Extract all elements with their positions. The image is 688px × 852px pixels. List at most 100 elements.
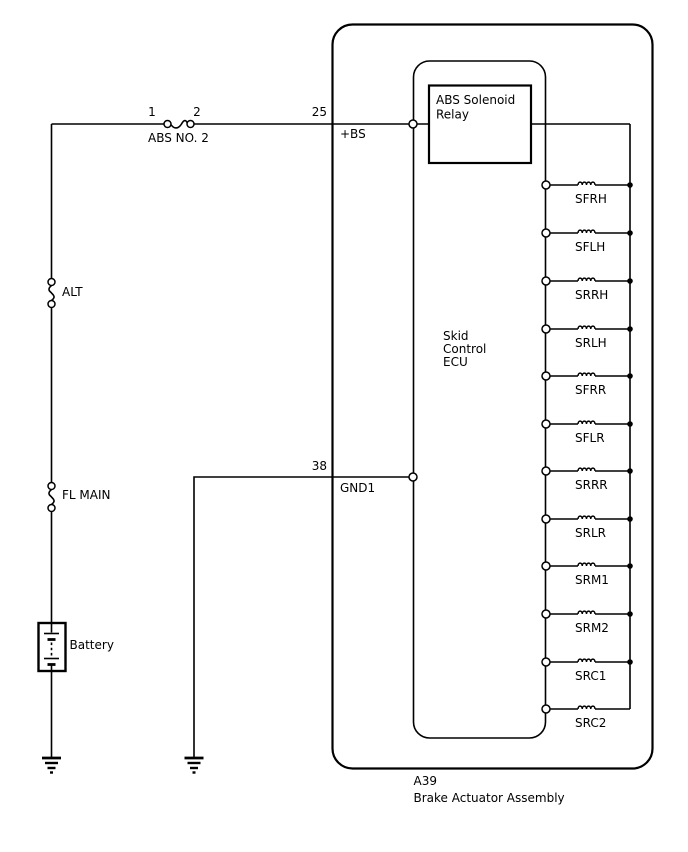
solenoid-rows: SFRH SFLH SRRH SRLH SFRR [541,180,633,730]
ecu-connector-pin [541,371,551,381]
coil-icon [577,277,596,282]
solenoid-label: SFRR [575,383,606,397]
solenoid-label: SRM1 [575,573,609,587]
solenoid-row-srlh: SRLH [541,324,633,350]
junction-dot [627,468,633,474]
ecu-connector-pin [541,228,551,238]
coil-icon [577,562,596,567]
ecu-label-line1: Skid [443,329,469,343]
abs-solenoid-relay-block: ABS Solenoid Relay [427,84,533,165]
junction-dot [627,611,633,617]
assembly-name-label: Brake Actuator Assembly [414,791,565,805]
ecu-connector-pin [541,609,551,619]
pin-38-number: 38 [312,459,327,473]
fuse-terminal-2-label: 2 [193,105,201,119]
coil-icon [577,325,596,330]
relay-label-line2: Relay [436,108,469,122]
solenoid-row-sflh: SFLH [541,228,633,254]
ecu-connector-pin [541,324,551,334]
coil-icon [577,705,596,710]
solenoid-row-sfrr: SFRR [541,371,633,397]
ecu-label-line2: Control [443,342,486,356]
solenoid-label: SRC1 [575,669,606,683]
coil-icon [577,420,596,425]
solenoid-label: SFLR [575,431,605,445]
ecu-label-line3: ECU [443,355,468,369]
alt-label: ALT [62,285,83,299]
abs-no2-fuse-icon [163,119,195,129]
coil-icon [577,372,596,377]
brake-actuator-assembly-outline [331,23,654,770]
fuse-terminal-1-label: 1 [148,105,156,119]
solenoid-label: SRRR [575,478,608,492]
junction-dot [627,373,633,379]
coil-icon [577,181,596,186]
link-terminal-top [47,481,56,491]
fl-main-fusible-link-icon [47,481,56,513]
assembly-code-label: A39 [414,774,437,788]
junction-dot [627,278,633,284]
solenoid-label: SRC2 [575,716,606,730]
fuse-terminal-2 [186,119,195,129]
solenoid-row-srm1: SRM1 [541,561,633,587]
pin-25-name: +BS [340,127,366,141]
junction-dot [627,421,633,427]
pin-25-number: 25 [312,105,327,119]
junction-dot [627,182,633,188]
fuse-element [169,119,189,129]
ground-icon-gnd1 [184,756,204,774]
link-terminal-top [47,277,56,287]
solenoid-row-srm2: SRM2 [541,609,633,635]
alt-fusible-link-icon [47,277,56,309]
ecu-pin-38-connector [408,472,418,482]
battery-icon [37,621,67,673]
solenoid-label: SFLH [575,240,605,254]
junction-dot [627,230,633,236]
solenoid-label: SFRH [575,192,607,206]
ecu-connector-pin [541,276,551,286]
link-terminal-bottom [47,299,56,309]
ecu-connector-pin [541,466,551,476]
ecu-connector-pin [541,704,551,714]
solenoid-row-sfrh: SFRH [541,180,633,206]
solenoid-label: SRLR [575,526,606,540]
fuse-element [48,488,55,506]
battery-label: Battery [70,638,114,652]
solenoid-row-src2: SRC2 [541,704,630,730]
solenoid-row-src1: SRC1 [541,657,633,683]
gnd1-wire [193,476,413,758]
solenoid-label: SRRH [575,288,608,302]
solenoid-row-srrr: SRRR [541,466,633,492]
fuse-terminal-1 [163,119,172,129]
fl-main-label: FL MAIN [62,488,110,502]
relay-label-line1: ABS Solenoid [436,93,515,107]
ecu-connector-pin [541,561,551,571]
ecu-connector-pin [541,514,551,524]
link-terminal-bottom [47,503,56,513]
labels: 1 2 ABS NO. 2 25 +BS 38 GND1 ALT FL MAIN… [62,105,565,805]
ground-icon-battery [42,756,61,774]
ecu-connector-pin [541,419,551,429]
junction-dot [627,326,633,332]
solenoid-label: SRLH [575,336,607,350]
fuse-name-label: ABS NO. 2 [148,131,209,145]
pin-38-name: GND1 [340,481,375,495]
junction-dot [627,563,633,569]
coil-icon [577,610,596,615]
solenoid-row-srlr: SRLR [541,514,633,540]
junction-dot [627,659,633,665]
coil-icon [577,229,596,234]
junction-dot [627,516,633,522]
solenoid-row-sflr: SFLR [541,419,633,445]
ecu-pin-25-connector [408,119,418,129]
skid-control-ecu-outline [412,60,547,739]
solenoid-label: SRM2 [575,621,609,635]
ecu-connector-pin [541,657,551,667]
fuse-element [48,284,55,302]
coil-icon [577,467,596,472]
relay-outline [427,84,533,165]
coil-icon [577,515,596,520]
coil-icon [577,658,596,663]
